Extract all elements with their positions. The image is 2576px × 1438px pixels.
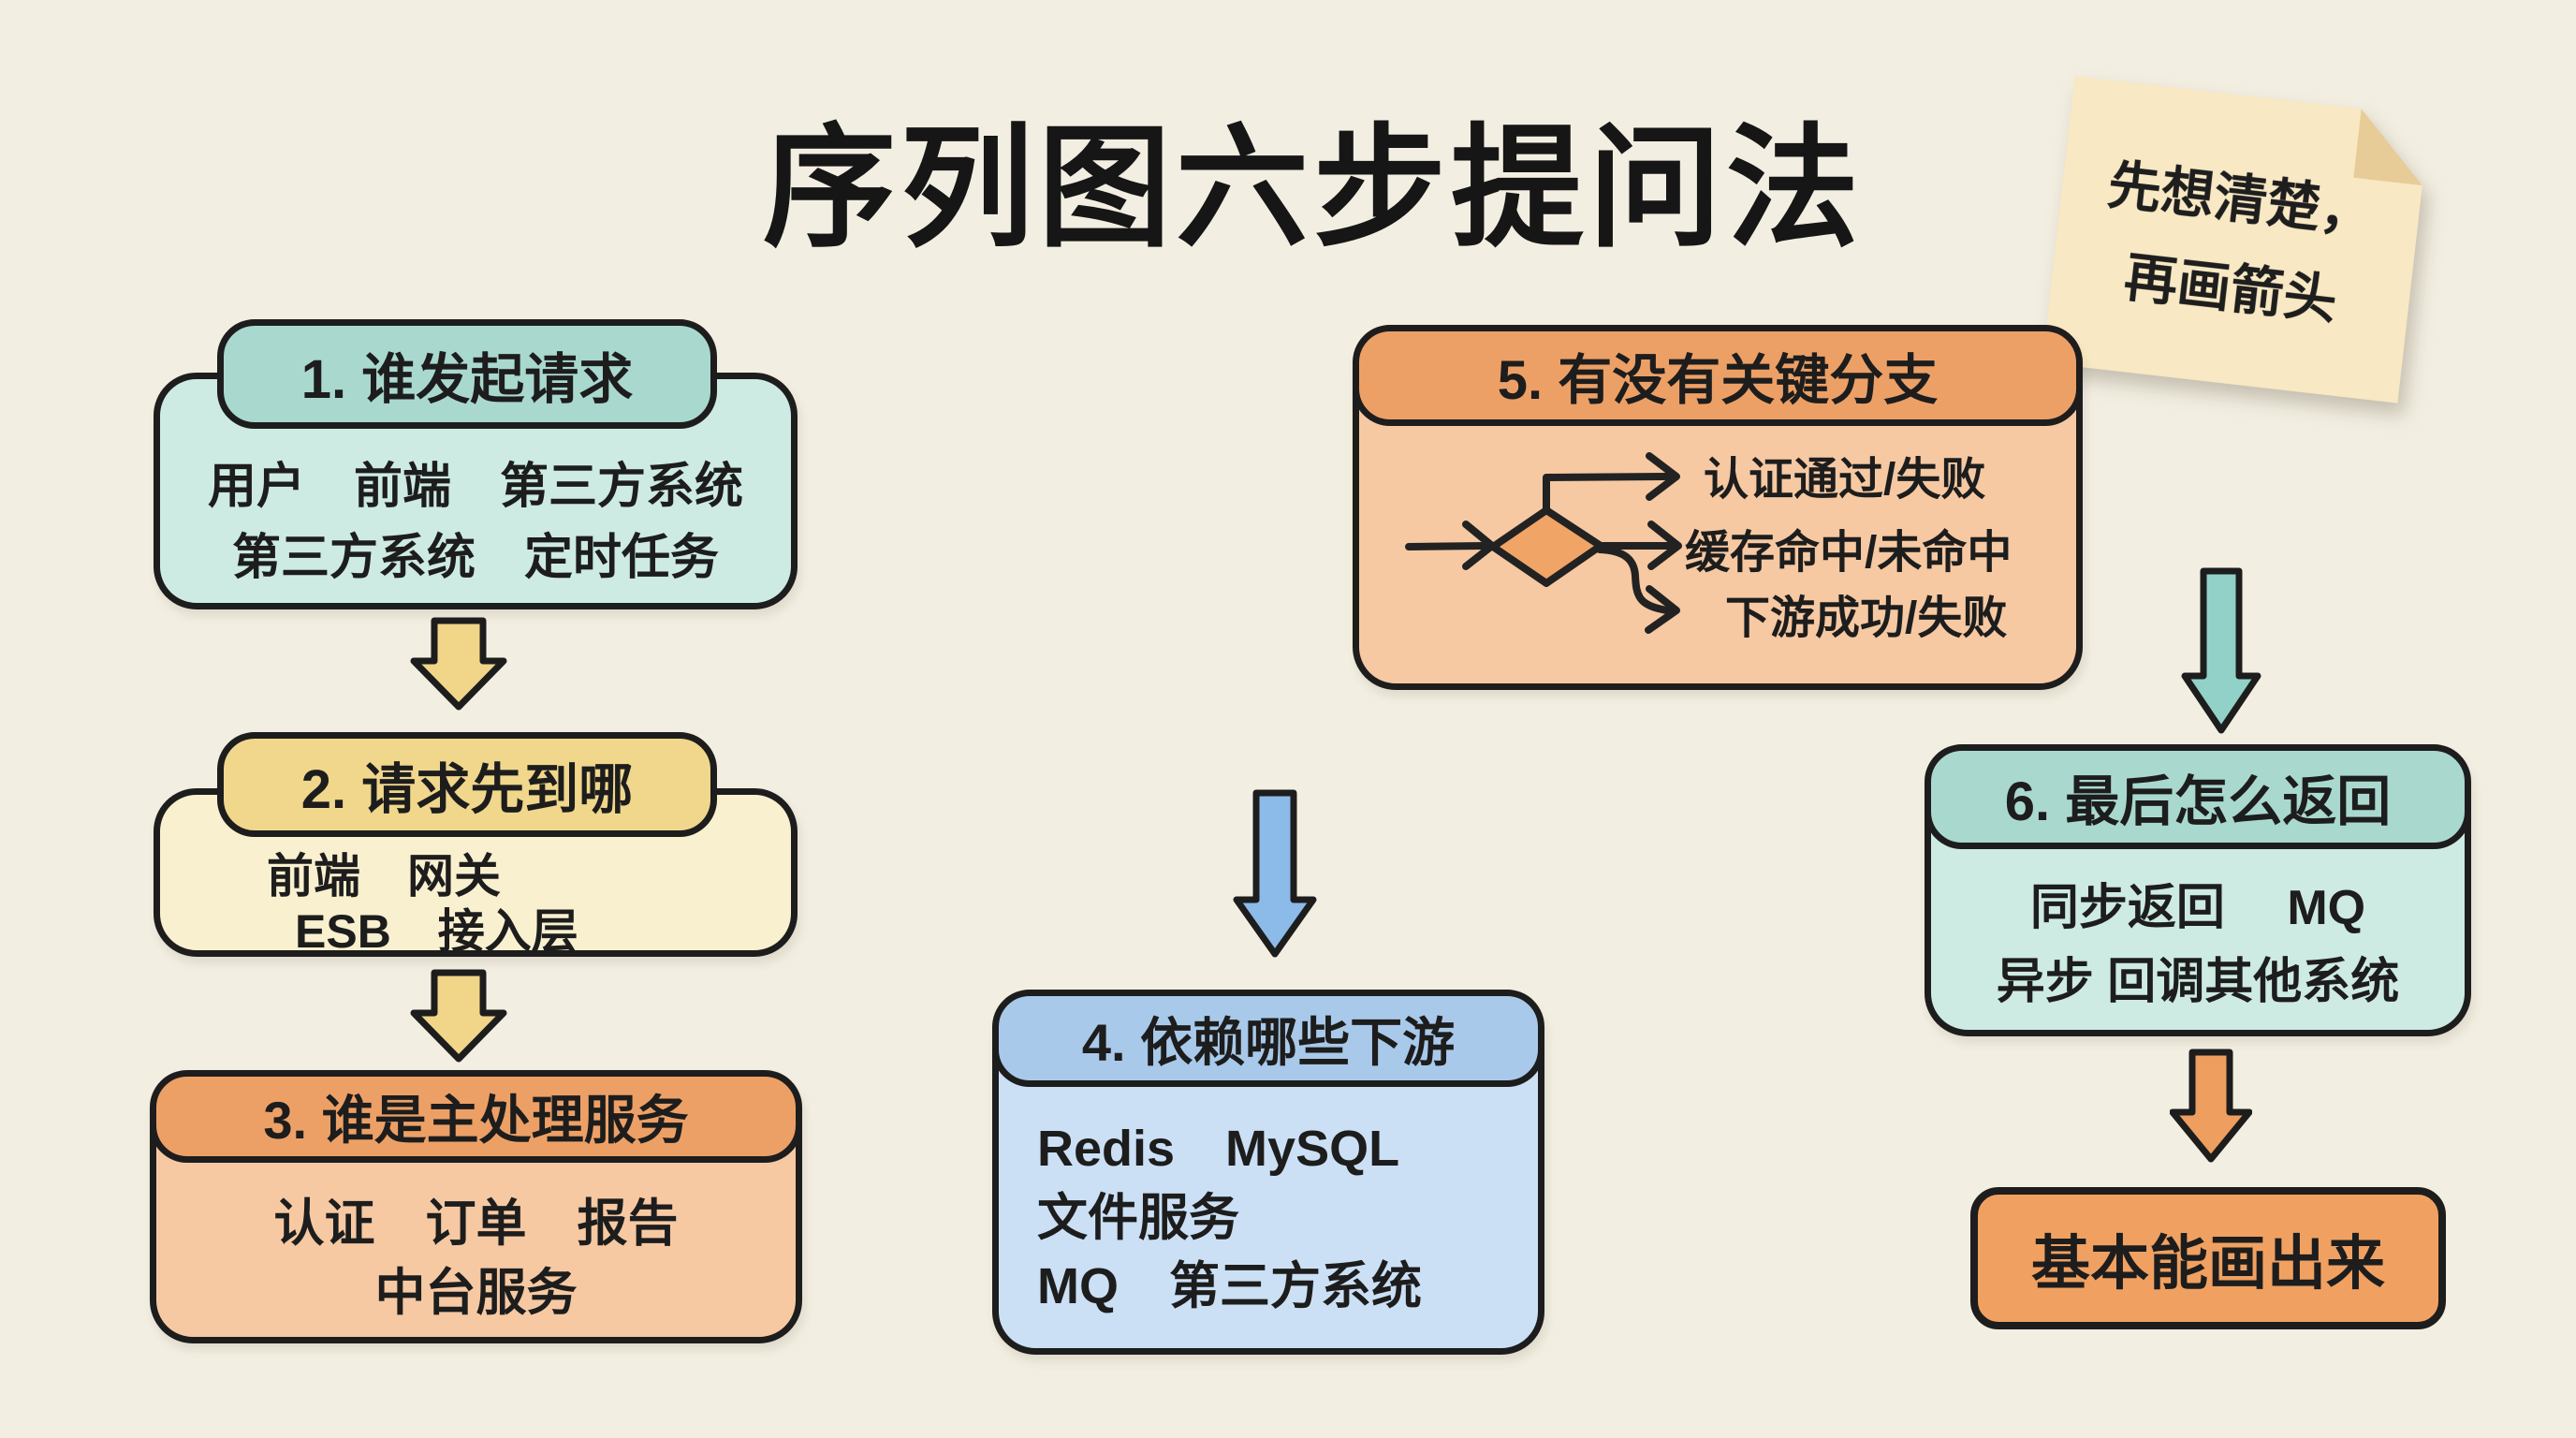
- step6-line: 异步 回调其他系统: [1996, 955, 2400, 1009]
- down-arrow-icon: [2170, 1049, 2252, 1163]
- page-title: 序列图六步提问法: [763, 114, 1864, 263]
- step2-line: 前端 网关: [267, 850, 501, 902]
- step1-header: 1. 谁发起请求: [217, 319, 717, 429]
- branch-arrowhead-bottom-icon: [1645, 585, 1680, 634]
- step1-line: 第三方系统 定时任务: [231, 531, 719, 585]
- step2-line: ESB 接入层: [295, 905, 578, 958]
- final-result-box: 基本能画出来: [1970, 1187, 2446, 1329]
- down-arrow-icon: [410, 617, 507, 711]
- sticky-note-line: 再画箭头: [2121, 246, 2340, 331]
- step5-branch: 下游成功/失败: [1725, 594, 2008, 643]
- step4-header: 4. 依赖哪些下游: [992, 990, 1544, 1087]
- step3-line: 中台服务: [374, 1265, 578, 1321]
- branch-arrowhead-top-icon: [1646, 452, 1680, 501]
- sticky-note-text: 先想清楚， 再画箭头: [2042, 76, 2430, 403]
- decision-diamond-icon: [1489, 506, 1604, 587]
- step4-line: Redis MySQL: [1037, 1121, 1400, 1177]
- step4-line: MQ 第三方系统: [1037, 1258, 1422, 1314]
- step2-header: 2. 请求先到哪: [217, 732, 717, 837]
- step5-branch: 缓存命中/未命中: [1685, 528, 2012, 578]
- step3-header: 3. 谁是主处理服务: [150, 1070, 802, 1163]
- step5-branch: 认证通过/失败: [1704, 455, 1986, 505]
- sticky-note-line: 先想清楚，: [2104, 154, 2378, 245]
- sticky-note: 先想清楚， 再画箭头: [2042, 76, 2430, 403]
- step6-line: 同步返回 MQ: [2029, 881, 2366, 935]
- branch-arrow-top: [1543, 473, 1671, 515]
- down-arrow-icon: [2181, 567, 2261, 734]
- step1-line: 用户 前端 第三方系统: [207, 460, 743, 514]
- branch-arrowhead-middle-icon: [1647, 521, 1682, 570]
- step5-header: 5. 有没有关键分支: [1353, 325, 2083, 426]
- step4-line: 文件服务: [1037, 1190, 1239, 1246]
- branch-arrow-bottom: [1596, 546, 1671, 614]
- decision-branch-diagram: [1405, 452, 1682, 634]
- step6-header: 6. 最后怎么返回: [1925, 744, 2471, 849]
- step3-line: 认证 订单 报告: [273, 1196, 679, 1252]
- branch-in-arrow: [1405, 542, 1487, 550]
- down-arrow-icon: [1233, 789, 1317, 958]
- down-arrow-icon: [410, 969, 507, 1063]
